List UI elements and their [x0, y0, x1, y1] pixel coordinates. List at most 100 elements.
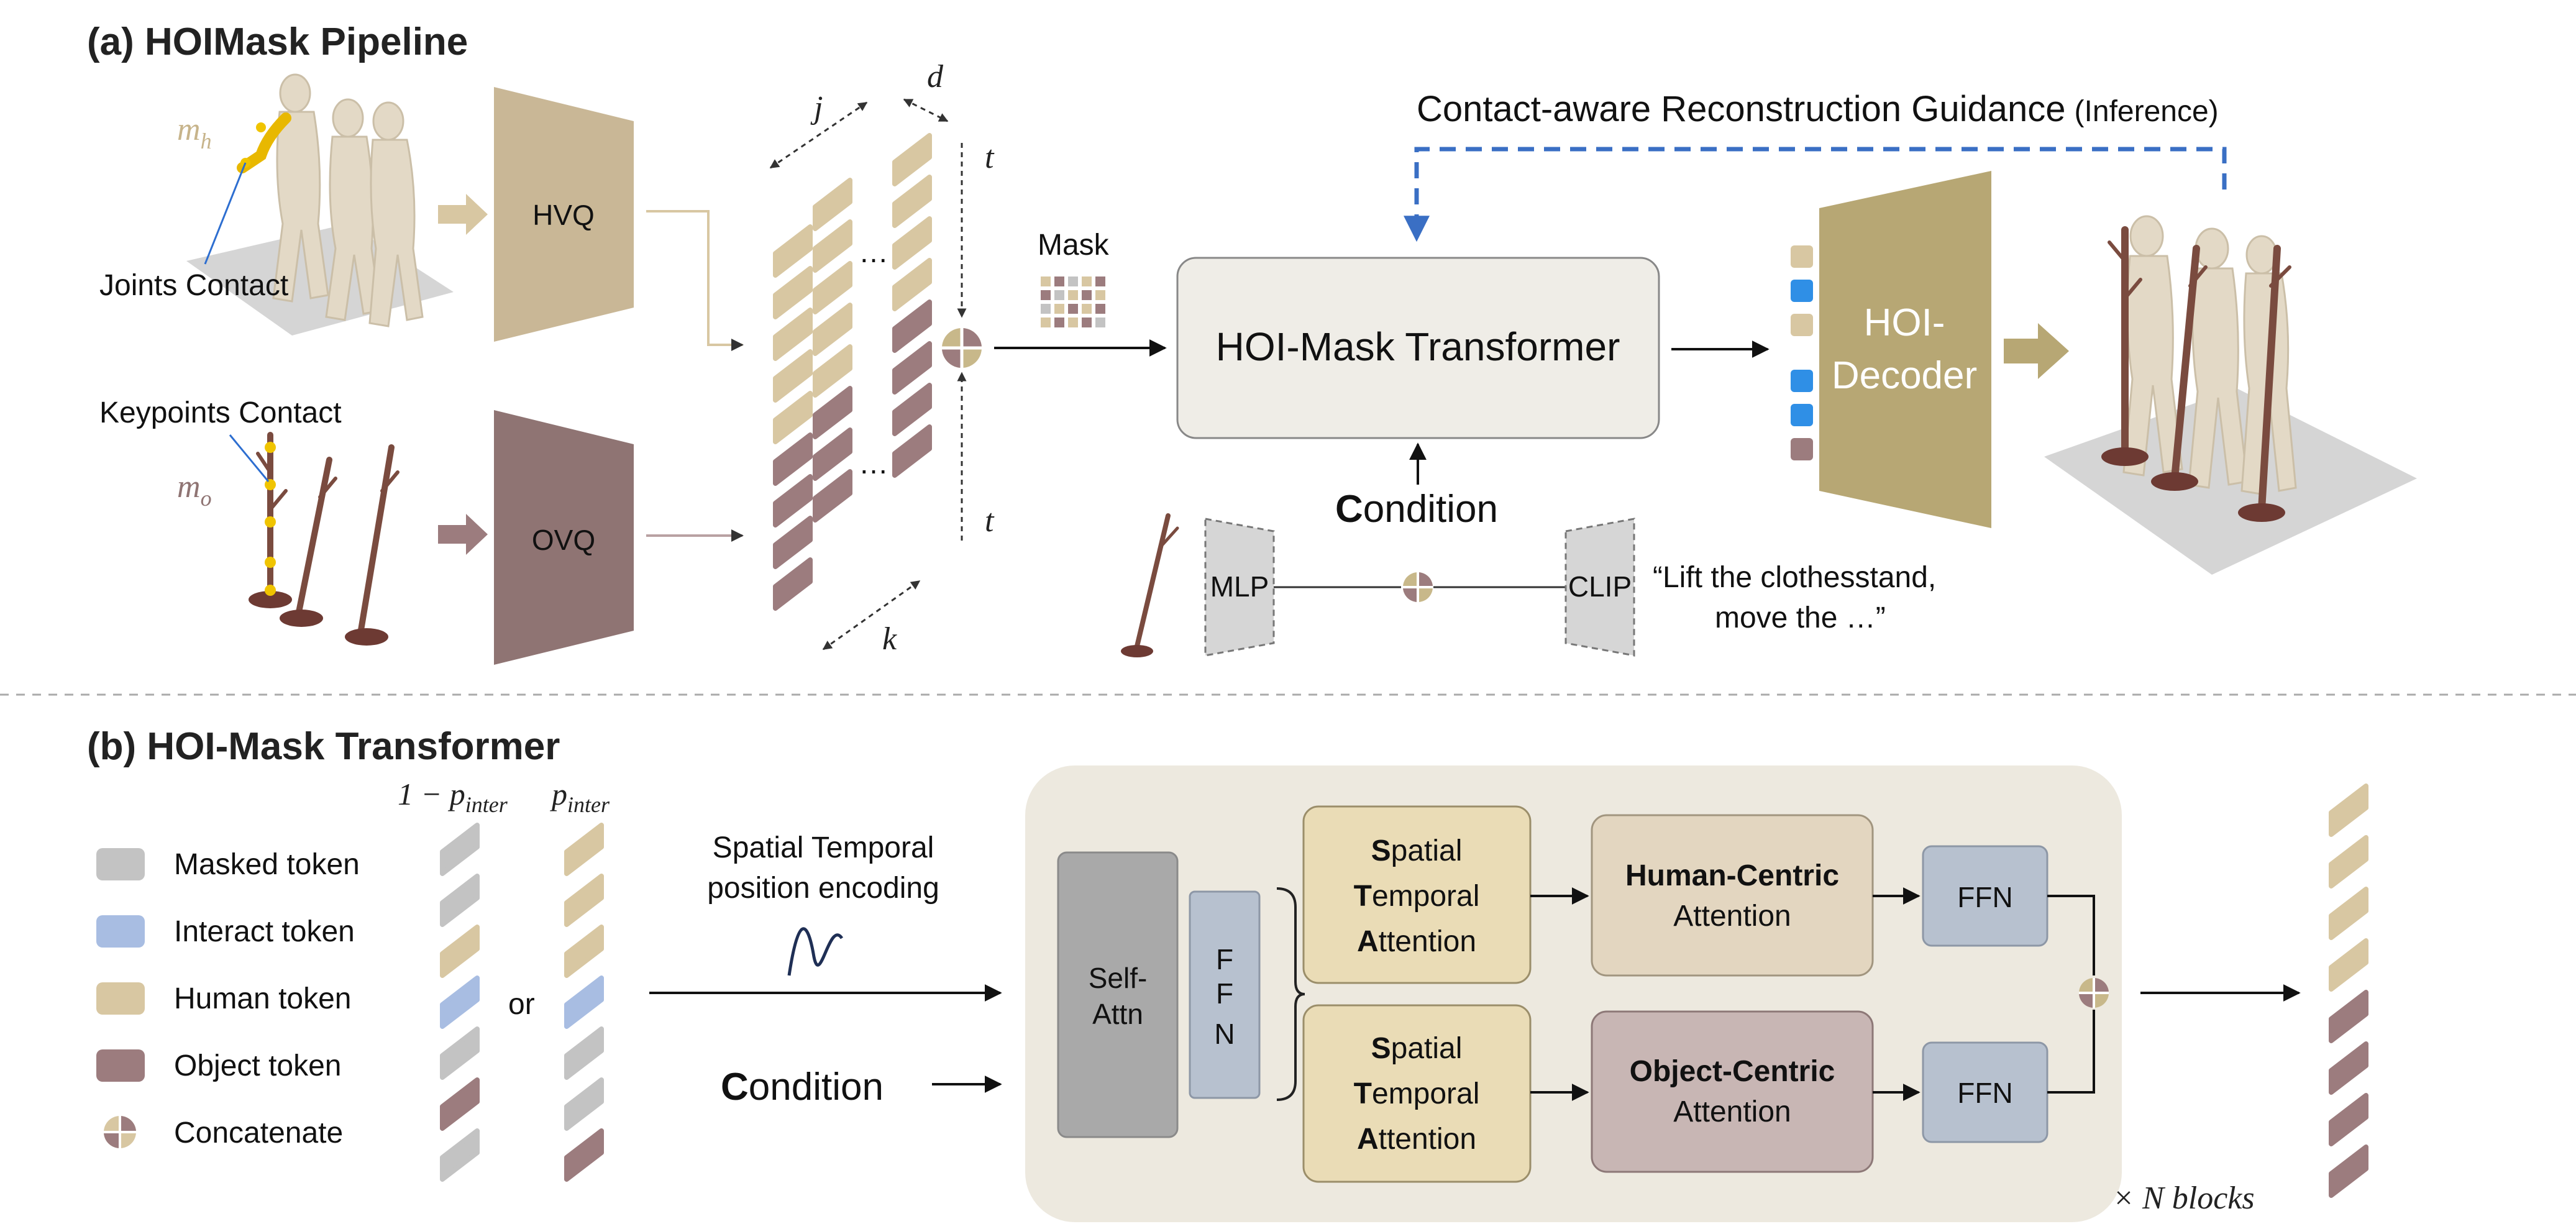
legend-label: Human token — [174, 982, 352, 1015]
token-1-3 — [813, 303, 852, 356]
guidance-dashed-arrow — [1404, 147, 2227, 242]
seq-right-token-6 — [564, 1128, 604, 1182]
dim-d-label: d — [927, 59, 944, 94]
mask-label: Mask — [1038, 229, 1110, 262]
text-prompt-line2: move the …” — [1715, 601, 1886, 634]
hvq-block: HVQ — [494, 87, 634, 342]
mask-cell — [1068, 304, 1078, 314]
decoder-token — [1791, 314, 1813, 336]
seq-left-token-5 — [440, 1077, 480, 1131]
svg-text:Attention: Attention — [1673, 1095, 1791, 1128]
svg-text:HOI-Mask Transformer: HOI-Mask Transformer — [1216, 324, 1620, 369]
legend-label: Interact token — [174, 915, 355, 948]
mlp-block: MLP — [1204, 518, 1275, 657]
dots: … … — [859, 236, 888, 480]
object-motion-illustration — [249, 432, 400, 646]
decoder-token — [1791, 404, 1813, 426]
svg-text:N: N — [1214, 1018, 1235, 1050]
legend-swatch — [96, 1049, 145, 1082]
concat-symbol-a — [942, 328, 982, 368]
mask-cell — [1082, 304, 1092, 314]
svg-text:MLP: MLP — [1210, 570, 1269, 603]
svg-text:…: … — [859, 447, 888, 480]
token-1-2 — [813, 261, 852, 314]
legend-label: Object token — [174, 1049, 341, 1082]
mask-cell — [1041, 290, 1051, 300]
seq-left-token-1 — [440, 874, 480, 927]
spatial-temporal-attention-bottom: Spatial Temporal Attention — [1302, 1004, 1532, 1183]
decoder-input-tokens — [1791, 245, 1813, 460]
section-a-title: (a) HOIMask Pipeline — [87, 21, 468, 63]
mask-cell — [1041, 318, 1051, 327]
legend-swatch — [96, 848, 145, 880]
seq-right-token-4 — [564, 1026, 604, 1080]
seq-right-token-5 — [564, 1077, 604, 1131]
legend-concat-swatch — [104, 1116, 136, 1148]
token-0-6 — [773, 474, 813, 528]
token-1-0 — [813, 178, 852, 231]
keypoint-markers — [265, 442, 276, 596]
mask-cell — [1095, 304, 1105, 314]
hoi-mask-transformer-box: HOI-Mask Transformer — [1176, 257, 1660, 439]
token-2-5 — [892, 341, 932, 395]
out-token-7 — [2329, 1144, 2368, 1198]
decoder-token — [1791, 245, 1813, 268]
token-0-0 — [773, 224, 813, 278]
seq-right-token-1 — [564, 874, 604, 927]
n-blocks-label: × N blocks — [2112, 1181, 2255, 1216]
svg-text:F: F — [1216, 943, 1233, 975]
pos-enc-label-line1: Spatial Temporal — [713, 831, 934, 864]
out-token-6 — [2329, 1093, 2368, 1146]
out-token-1 — [2329, 835, 2368, 889]
mask-cell — [1095, 290, 1105, 300]
seq-left-token-2 — [440, 925, 480, 978]
ffn-bottom-block: FFN — [1922, 1041, 2048, 1143]
svg-text:Attention: Attention — [1357, 925, 1476, 958]
out-token-4 — [2329, 990, 2368, 1043]
token-2-2 — [892, 216, 932, 270]
clip-block: CLIP — [1564, 518, 1635, 657]
svg-text:Self-: Self- — [1089, 962, 1148, 994]
mask-cell — [1095, 276, 1105, 286]
mask-cell — [1054, 318, 1064, 327]
dim-t-top-label: t — [985, 140, 995, 175]
seq-right-token-2 — [564, 925, 604, 978]
token-0-2 — [773, 308, 813, 361]
svg-text:Human-Centric: Human-Centric — [1625, 859, 1839, 892]
mo-label: mo — [177, 469, 212, 511]
or-label: or — [508, 988, 535, 1021]
token-2-3 — [892, 258, 932, 311]
svg-text:CLIP: CLIP — [1568, 570, 1632, 603]
seq-left-token-3 — [440, 975, 480, 1029]
svg-text:Attention: Attention — [1673, 900, 1791, 933]
human-motion-illustration — [186, 73, 454, 336]
dim-k-label: k — [882, 621, 897, 657]
svg-text:FFN: FFN — [1957, 1077, 2012, 1109]
mask-cell — [1082, 318, 1092, 327]
token-1-7 — [813, 469, 852, 523]
concat-symbol-b — [2079, 978, 2109, 1008]
token-1-1 — [813, 219, 852, 273]
svg-text:Attention: Attention — [1357, 1123, 1476, 1156]
token-0-1 — [773, 266, 813, 319]
svg-text:Attn: Attn — [1092, 998, 1143, 1030]
token-2-0 — [892, 133, 932, 186]
seq-left-token-0 — [440, 823, 480, 876]
token-0-5 — [773, 432, 813, 486]
svg-text:OVQ: OVQ — [532, 524, 595, 556]
hoi-decoder-block: HOI- Decoder — [1819, 171, 1991, 528]
svg-text:Temporal: Temporal — [1354, 1077, 1480, 1110]
token-1-6 — [813, 427, 852, 481]
mh-label: mh — [177, 112, 212, 153]
mask-cell — [1054, 276, 1064, 286]
out-token-2 — [2329, 887, 2368, 940]
mask-cell — [1082, 276, 1092, 286]
svg-text:Spatial: Spatial — [1371, 1032, 1463, 1065]
mask-cell — [1068, 318, 1078, 327]
mask-cell — [1041, 304, 1051, 314]
object-to-ovq-arrow — [438, 514, 488, 555]
out-token-0 — [2329, 784, 2368, 837]
token-sequence-left — [440, 823, 480, 1182]
